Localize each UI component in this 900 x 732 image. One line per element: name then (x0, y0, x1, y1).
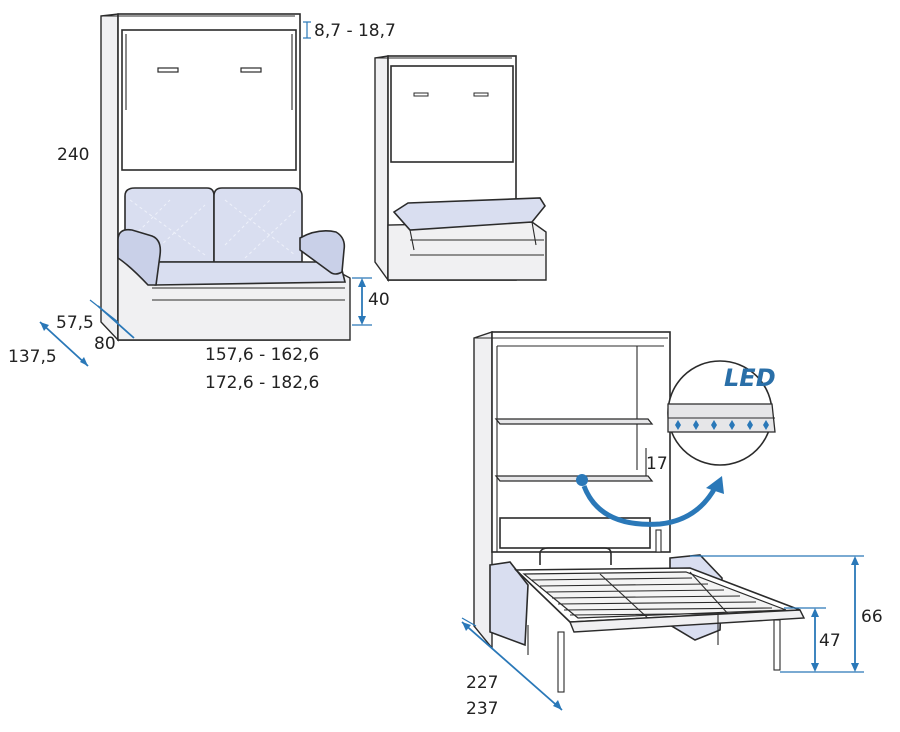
dim-bed-height-low: 47 (819, 631, 841, 651)
dim-top-gap: 8,7 - 18,7 (314, 21, 396, 41)
wallbed-sofa-storage-open (374, 55, 547, 283)
dim-depth-closed: 57,5 (56, 313, 94, 333)
wallbed-sofa-closed: 8,7 - 18,7 240 40 57,5 80 137,5 157,6 - … (8, 13, 396, 393)
led-lights (675, 420, 769, 430)
bed-leg-left (557, 631, 565, 693)
dim-bed-length-a: 227 (466, 673, 498, 693)
shelf-upper (494, 418, 654, 425)
shelf-lower (494, 475, 654, 482)
led-callout-arrow (581, 484, 719, 527)
small-bed-front (390, 65, 514, 163)
armrest-left (117, 228, 162, 286)
bed-slats-area (522, 571, 787, 619)
dim-depth-total: 137,5 (8, 347, 57, 367)
small-handle-right (473, 92, 489, 97)
led-pointer-dot (576, 474, 588, 486)
dim-width-b: 172,6 - 182,6 (205, 373, 319, 393)
bed-slats (531, 571, 785, 621)
handle-right (240, 67, 262, 73)
armrest-right (299, 230, 346, 275)
led-label: LED (724, 364, 776, 392)
dim-bed-length-b: 237 (466, 699, 498, 719)
cabinet-side-panel (100, 13, 119, 342)
seat-cushion (149, 261, 347, 286)
dim-bed-height-high: 66 (861, 607, 883, 627)
small-cabinet-side (374, 55, 389, 283)
small-handle-left (413, 92, 429, 97)
handle-left (157, 67, 179, 73)
small-sofa-base (387, 221, 547, 281)
dim-seat-height: 40 (368, 290, 390, 310)
bed-front-panel (121, 29, 297, 171)
open-sofa-arm-left (489, 561, 529, 647)
wallbed-open: 17 (461, 331, 883, 719)
headboard-rail (539, 547, 612, 565)
open-cabinet-frame (491, 331, 671, 553)
bed-front-edge (568, 609, 806, 633)
lamp-post (655, 529, 662, 553)
backrest-cushion-right (213, 187, 303, 263)
dim-height: 240 (57, 145, 89, 165)
led-detail-magnifier: LED (667, 360, 776, 466)
dim-shelf-gap: 17 (646, 454, 668, 474)
bed-leg-right (773, 619, 781, 671)
dim-width-a: 157,6 - 162,6 (205, 345, 319, 365)
dim-depth-sofa: 80 (94, 334, 116, 354)
